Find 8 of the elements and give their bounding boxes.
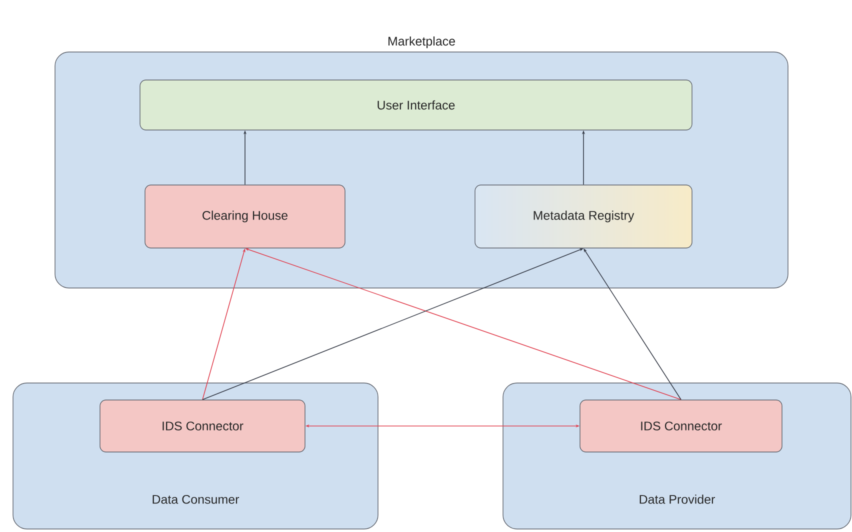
process-box: IDS Connector [100, 400, 306, 452]
group-title: Marketplace [388, 36, 455, 48]
process-box: User Interface [140, 80, 692, 130]
process-box: Metadata Registry [474, 184, 692, 248]
process-box: IDS Connector [580, 400, 782, 452]
group-title: Data Consumer [152, 494, 240, 504]
process-box: Clearing House [144, 184, 346, 248]
group-title: Data Provider [640, 494, 715, 504]
